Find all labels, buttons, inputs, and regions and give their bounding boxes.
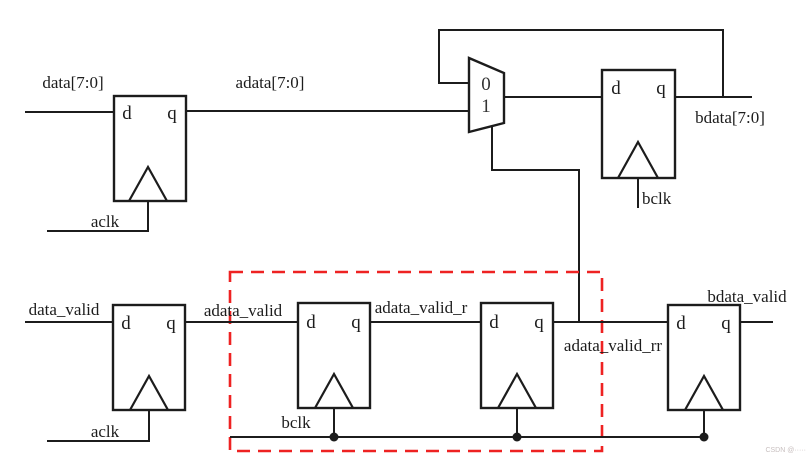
watermark-text: CSDN @·····	[765, 447, 806, 454]
sync-highlight-box	[228, 270, 604, 453]
pin-q-label: q	[534, 312, 544, 333]
label-aclk-bottom: aclk	[91, 422, 120, 441]
pin-d-label: d	[306, 312, 316, 333]
flipflop-adata: d q	[112, 94, 188, 203]
pin-d-label: d	[122, 103, 132, 124]
label-data-bus: data[7:0]	[42, 73, 103, 92]
wire-mux-select	[491, 126, 580, 322]
label-adata-bus: adata[7:0]	[236, 73, 305, 92]
clock-edge-triangle-icon	[314, 371, 354, 409]
pin-d-label: d	[611, 78, 621, 99]
flipflop-bdata: d q	[600, 68, 677, 180]
flipflop-sync-stage1: d q	[296, 301, 372, 410]
clock-edge-triangle-icon	[128, 164, 168, 202]
label-aclk-top: aclk	[91, 212, 120, 231]
label-bdata-bus: bdata[7:0]	[695, 108, 765, 127]
wire-aclk-top	[47, 201, 149, 232]
pin-q-label: q	[721, 313, 731, 334]
pin-q-label: q	[351, 312, 361, 333]
pin-q-label: q	[166, 313, 176, 334]
clock-edge-triangle-icon	[617, 139, 659, 179]
wire-aclk-bottom	[47, 410, 150, 442]
clock-edge-triangle-icon	[129, 373, 169, 411]
mux-2to1: 0 1	[467, 56, 506, 134]
label-data-valid: data_valid	[29, 300, 100, 319]
label-adata-valid: adata_valid	[204, 301, 283, 320]
pin-d-label: d	[676, 313, 686, 334]
pin-q-label: q	[167, 103, 177, 124]
junction-dot	[512, 432, 522, 442]
pin-d-label: d	[121, 313, 131, 334]
label-bclk-top: bclk	[642, 189, 672, 208]
pin-d-label: d	[489, 312, 499, 333]
pin-q-label: q	[656, 78, 666, 99]
label-adata-valid-r: adata_valid_r	[375, 298, 468, 317]
wire-feedback-loop	[438, 29, 724, 97]
clock-edge-triangle-icon	[497, 371, 537, 409]
wire-bclk-rail	[230, 408, 709, 442]
flipflop-sync-stage2: d q	[479, 301, 555, 410]
flipflop-bdata-valid: d q	[666, 303, 742, 412]
label-bdata-valid: bdata_valid	[707, 287, 787, 306]
label-adata-valid-rr: adata_valid_rr	[564, 336, 663, 355]
junction-dot	[329, 432, 339, 442]
mux-input0-label: 0	[481, 74, 491, 95]
label-bclk-bottom: bclk	[281, 413, 311, 432]
flipflop-adata-valid: d q	[111, 303, 187, 412]
junction-dot	[699, 432, 709, 442]
clock-edge-triangle-icon	[684, 373, 724, 411]
mux-input1-label: 1	[481, 96, 491, 117]
